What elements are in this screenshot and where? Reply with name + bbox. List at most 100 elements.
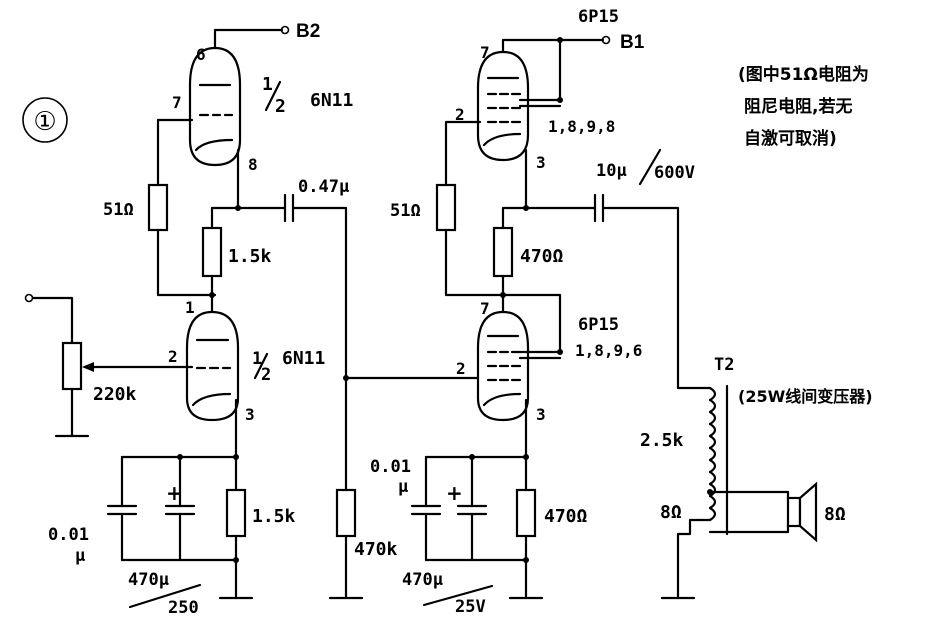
tube-b-fraction-num: 1 xyxy=(252,349,262,369)
c-coupling-wire-right xyxy=(291,206,348,492)
tube-a-6n11-upper xyxy=(188,46,242,167)
junction-k xyxy=(557,349,563,355)
volume-pot xyxy=(61,341,83,391)
r-51-c xyxy=(435,183,457,232)
tube-b-6n11-lower xyxy=(185,310,240,422)
transformer-desc: (25W线间变压器) xyxy=(738,387,873,406)
c-output-label: 10μ xyxy=(596,161,627,181)
b2-terminal xyxy=(280,25,290,35)
junction-n xyxy=(523,557,529,563)
b1-label: B1 xyxy=(620,32,645,53)
speaker-magnet xyxy=(786,496,802,528)
c-elec-a-voltage: 250 xyxy=(168,598,199,618)
tube-b-fraction-bar xyxy=(253,352,269,380)
r-51-c-label: 51Ω xyxy=(390,201,421,221)
tube-d-type: 6P15 xyxy=(578,315,619,335)
note-line-2: 阻尼电阻,若无 xyxy=(744,96,852,117)
secondary-impedance: 8Ω xyxy=(660,502,682,523)
tube-d-6p15-lower xyxy=(476,310,530,422)
tube-d-pin-grid: 2 xyxy=(456,359,466,378)
speaker-impedance: 8Ω xyxy=(824,504,846,525)
speaker-wire-2 xyxy=(708,522,790,534)
r-470-c xyxy=(492,226,514,278)
c-output-voltage: 600V xyxy=(654,163,695,183)
transformer-label: T2 xyxy=(714,355,734,375)
junction-b xyxy=(209,292,215,298)
junction-c xyxy=(233,454,239,460)
c-elec-b-plus: + xyxy=(446,481,463,505)
tube-b-pin-cathode: 3 xyxy=(245,405,255,424)
c-film-b-label: 0.01 xyxy=(370,457,411,477)
tube-a-fraction-num: 1 xyxy=(262,74,273,95)
figure-number: ① xyxy=(33,107,56,137)
r-470-d xyxy=(515,488,537,538)
c-elec-a-slash xyxy=(128,583,202,609)
r-51-a-wire xyxy=(156,228,217,297)
r-15k-top-wire xyxy=(210,206,240,230)
tube-a-pin-cathode: 8 xyxy=(248,155,258,174)
c-elec-a-plus: + xyxy=(166,481,183,505)
input-wire xyxy=(31,296,74,345)
junction-l xyxy=(523,454,529,460)
r-470-c-label: 470Ω xyxy=(520,246,564,267)
c-output-wire-right xyxy=(601,206,712,390)
tube-c-pins-other: 1,8,9,8 xyxy=(548,117,615,136)
r-470-d-label: 470Ω xyxy=(544,506,588,527)
c-coupling-label: 0.47μ xyxy=(298,177,349,197)
tube-c-pin-plate: 7 xyxy=(480,43,490,62)
speaker-wire-1 xyxy=(708,490,790,502)
tube-c-type: 6P15 xyxy=(578,7,619,27)
tube-a-fraction-bar xyxy=(264,80,282,112)
tube-b-fraction-den: 2 xyxy=(261,365,271,385)
tube-d-screen-tie xyxy=(501,293,562,354)
b2-label: B2 xyxy=(296,21,320,42)
c-film-a-label: 0.01 xyxy=(48,525,89,545)
r-1p5k-b-label: 1.5k xyxy=(252,506,296,527)
c-elec-b-label: 470μ xyxy=(402,570,443,590)
pot-label: 220k xyxy=(93,384,137,405)
tube-c-pin-screen: 2 xyxy=(455,105,465,124)
tube-d-pin-plate: 7 xyxy=(480,299,490,318)
tube-c-plate-wire xyxy=(501,38,562,54)
tube-a-type: 6N11 xyxy=(310,90,353,111)
junction-f xyxy=(343,375,349,381)
c-elec-a-label: 470μ xyxy=(128,570,169,590)
transformer-winding xyxy=(708,386,717,522)
r-470k xyxy=(335,488,357,538)
tube-c-6p15-upper xyxy=(476,50,530,162)
tube-c-grid-wire xyxy=(444,120,482,187)
r-470k-label: 470k xyxy=(354,539,398,560)
r-51-a-label: 51Ω xyxy=(103,200,134,220)
note-line-1: (图中51Ω电阻为 xyxy=(738,64,869,85)
primary-impedance: 2.5k xyxy=(640,430,684,451)
c-output-slash xyxy=(638,148,662,186)
c-elec-b-voltage: 25V xyxy=(455,597,486,617)
tube-b-pin-grid: 2 xyxy=(168,347,178,366)
tube-a-pin-grid: 7 xyxy=(172,93,182,112)
r-1p5k-a xyxy=(201,226,223,278)
speaker-cone xyxy=(798,481,818,543)
tube-a-grid-wire xyxy=(156,118,194,187)
tube-a-fraction-den: 2 xyxy=(275,96,286,117)
c-film-b-unit: μ xyxy=(398,477,408,497)
c-elec-b-slash xyxy=(422,584,494,607)
tube-d-pins-other: 1,8,9,6 xyxy=(575,341,642,360)
r-1p5k-b xyxy=(225,488,247,538)
input-terminal xyxy=(24,293,34,303)
r-470-c-top xyxy=(501,206,528,230)
tube-a-pin-plate: 6 xyxy=(196,45,206,64)
tube-d-pin-cathode: 3 xyxy=(536,405,546,424)
pot-wiper-arrow xyxy=(82,362,94,372)
tube-b-pin-plate: 1 xyxy=(185,298,195,317)
r-51-c-wire xyxy=(444,228,505,297)
r-51-a xyxy=(147,183,169,232)
junction-h xyxy=(557,97,563,103)
tube-c-pin-cathode: 3 xyxy=(536,153,546,172)
note-line-3: 自激可取消) xyxy=(744,128,837,149)
figure-number-circle xyxy=(22,97,68,143)
junction-e xyxy=(233,557,239,563)
r-1p5k-a-label: 1.5k xyxy=(228,246,272,267)
b1-terminal xyxy=(601,35,611,45)
